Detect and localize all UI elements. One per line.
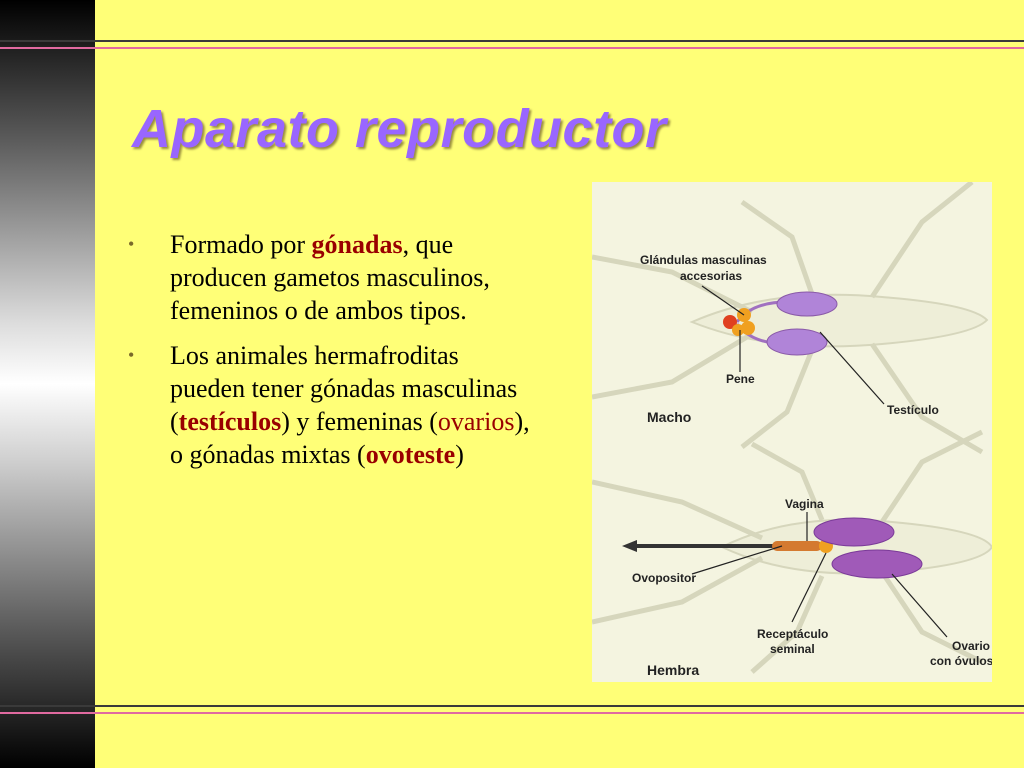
label-vagina: Vagina xyxy=(785,497,824,511)
label-testiculo: Testículo xyxy=(887,403,939,417)
label-glandulas: Glándulas masculinas xyxy=(640,253,767,267)
penis-marker xyxy=(723,315,737,329)
bottom-rule-dark xyxy=(0,705,1024,707)
bottom-rule-pink xyxy=(0,712,1024,714)
label-receptaculo: Receptáculo xyxy=(757,627,828,641)
female-organs xyxy=(622,517,923,579)
bullet-list: • Formado por gónadas, que producen game… xyxy=(124,228,534,483)
highlight-ovarios: ovarios xyxy=(437,407,515,436)
ovary-upper xyxy=(813,517,895,547)
label-pene: Pene xyxy=(726,372,755,386)
label-con-ovulos: con óvulos xyxy=(930,654,992,668)
bullet-item: • Los animales hermafroditas pueden tene… xyxy=(124,339,534,471)
bullet-dot-icon: • xyxy=(128,345,135,365)
female-insect-outline xyxy=(592,429,992,674)
figure-background xyxy=(592,182,992,682)
label-hembra: Hembra xyxy=(647,662,699,678)
label-accesorias: accesorias xyxy=(680,269,742,283)
label-ovopositor: Ovopositor xyxy=(632,571,696,585)
male-organs xyxy=(723,291,838,356)
insect-reproductive-figure: Glándulas masculinas accesorias Pene Mac… xyxy=(592,182,992,682)
left-gradient-band xyxy=(0,0,95,768)
bullet-text-2: Los animales hermafroditas pueden tener … xyxy=(170,341,530,469)
label-macho: Macho xyxy=(647,409,691,425)
bullet-dot-icon: • xyxy=(128,234,135,254)
label-seminal: seminal xyxy=(770,642,815,656)
testicle-lower xyxy=(766,328,828,356)
slide-title: Aparato reproductor xyxy=(132,99,667,159)
vagina-marker xyxy=(772,541,822,551)
label-ovario: Ovario xyxy=(952,639,990,653)
ovary-lower xyxy=(831,549,923,579)
leader-lines xyxy=(691,285,948,638)
bullet-item: • Formado por gónadas, que producen game… xyxy=(124,228,534,327)
highlight-ovoteste: ovoteste xyxy=(365,440,456,469)
accessory-gland-icon xyxy=(741,321,755,335)
top-rule-pink xyxy=(0,47,1024,49)
bullet-text-1: Formado por gónadas, que producen gameto… xyxy=(170,230,490,325)
highlight-gonadas: gónadas xyxy=(311,230,403,259)
highlight-testiculos: testículos xyxy=(178,407,282,436)
accessory-gland-icon xyxy=(732,324,744,336)
testicle-upper xyxy=(776,291,838,317)
top-rule-dark xyxy=(0,40,1024,42)
